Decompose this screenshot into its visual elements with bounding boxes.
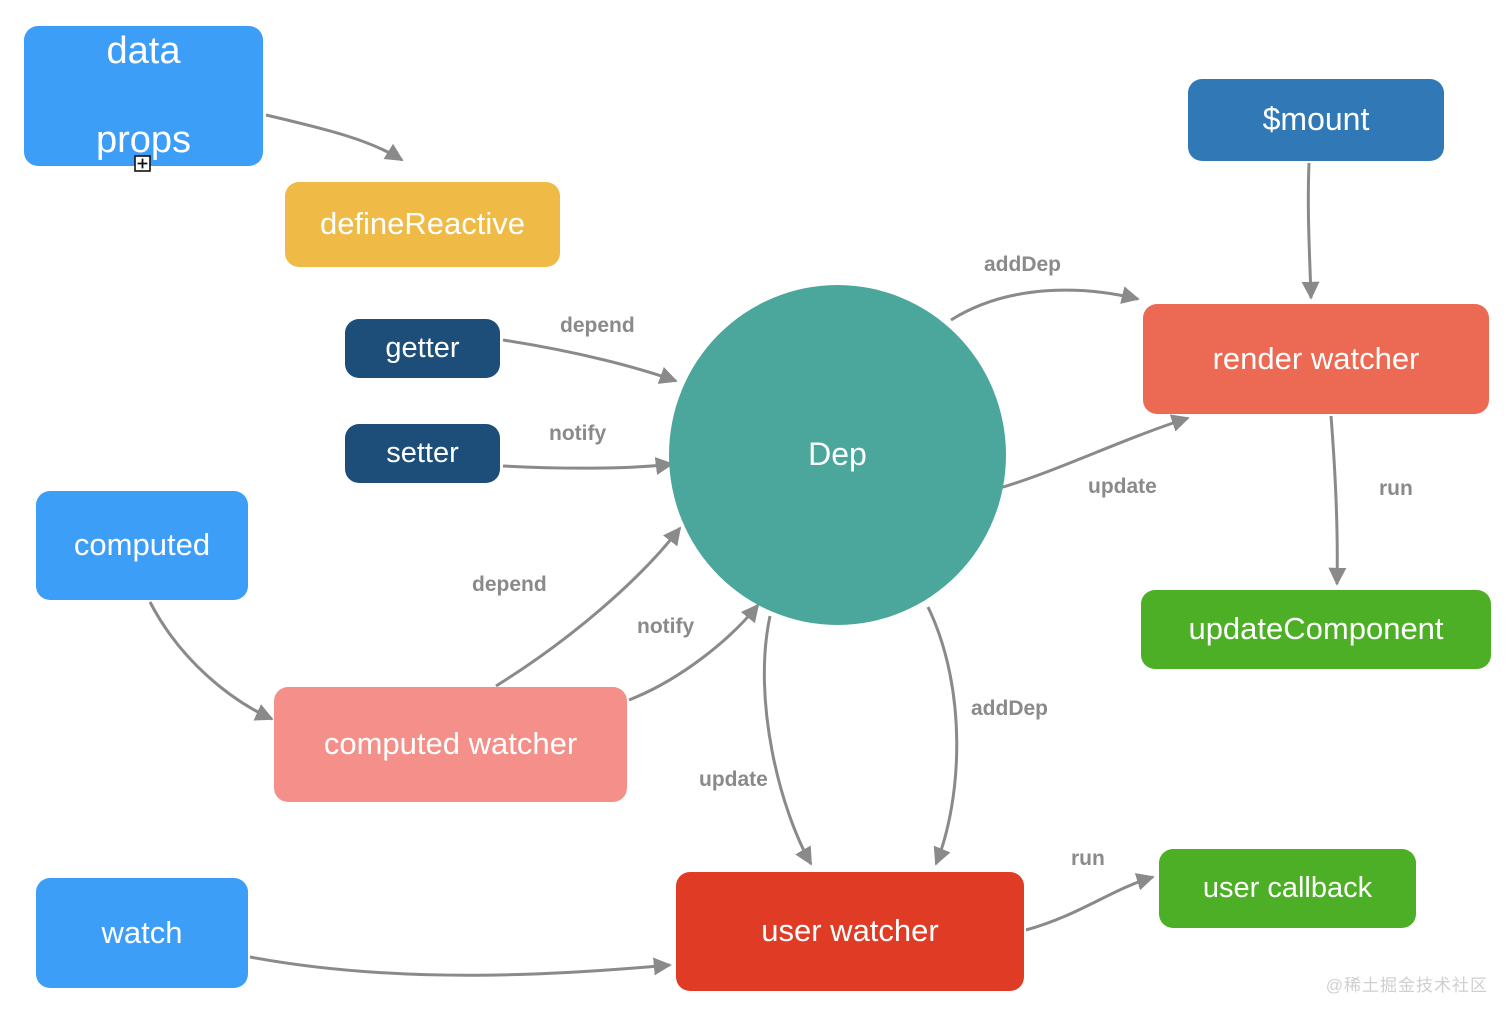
edge-watch-userwatcher [249, 955, 672, 977]
node-label: render watcher [1212, 340, 1420, 376]
edge-label-computedwatcher-dep-not: notify [637, 615, 695, 638]
edge-label-dep-userwatcher-adddep: addDep [971, 697, 1049, 720]
edge-userwatcher-usercallback [1025, 873, 1155, 932]
edge-label-dep-renderwatcher-upd: update [1088, 475, 1157, 498]
node-dep[interactable]: Dep [669, 285, 1006, 625]
edge-label-userwatcher-usercallback: run [1071, 847, 1105, 870]
node-computed[interactable]: computed [36, 491, 248, 600]
edge-label-setter-dep: notify [549, 422, 607, 445]
edge-dep-userwatcher-adddep [926, 606, 959, 866]
node-label: computed [73, 527, 211, 563]
node-label: props [95, 119, 192, 162]
node-computed-watcher[interactable]: computed watcher [274, 687, 627, 802]
edge-label-getter-dep: depend [560, 314, 635, 337]
edge-dep-renderwatcher-adddep [950, 286, 1140, 322]
edge-renderwatcher-updatecomponent [1328, 415, 1347, 586]
node-mount[interactable]: $mount [1188, 79, 1444, 161]
edge-label-dep-userwatcher-update: update [699, 768, 768, 791]
node-label: watch [101, 914, 183, 950]
node-label: updateComponent [1188, 611, 1444, 647]
watermark: @稀土掘金技术社区 [1325, 976, 1488, 995]
node-user-watcher[interactable]: user watcher [676, 872, 1024, 991]
node-data-props[interactable]: data props [24, 26, 263, 166]
edge-getter-dep [502, 338, 678, 384]
edge-computedwatcher-dep-notify [628, 603, 760, 702]
node-render-watcher[interactable]: render watcher [1143, 304, 1489, 414]
node-getter[interactable]: getter [345, 319, 500, 378]
node-setter[interactable]: setter [345, 424, 500, 483]
node-label: setter [386, 437, 459, 470]
edge-computedwatcher-dep-depend [495, 526, 682, 688]
crosshair-plus-cursor-icon [134, 155, 151, 172]
node-label: data [106, 29, 181, 72]
edge-dep-renderwatcher-update [999, 414, 1190, 490]
node-label: Dep [808, 436, 867, 473]
node-label: user watcher [761, 913, 939, 949]
edge-setter-dep [502, 457, 674, 475]
node-update-component[interactable]: updateComponent [1141, 590, 1491, 669]
edge-computed-computedwatcher [148, 601, 274, 721]
node-label: computed watcher [323, 726, 578, 762]
edge-label-computedwatcher-dep-dep: depend [472, 573, 547, 596]
node-define-reactive[interactable]: defineReactive [285, 182, 560, 267]
node-label: defineReactive [319, 206, 526, 242]
node-label: user callback [1202, 872, 1373, 905]
edge-label-renderwatcher-updatecomp: run [1379, 477, 1413, 500]
node-watch[interactable]: watch [36, 878, 248, 988]
edge-dataprops-definereactive [265, 113, 404, 162]
node-user-callback[interactable]: user callback [1159, 849, 1416, 928]
node-label: getter [385, 332, 460, 365]
edge-mount-renderwatcher [1301, 162, 1320, 300]
edge-label-dep-renderwatcher-add: addDep [984, 253, 1062, 276]
node-label: $mount [1262, 101, 1370, 138]
edge-dep-userwatcher-update [762, 615, 813, 866]
